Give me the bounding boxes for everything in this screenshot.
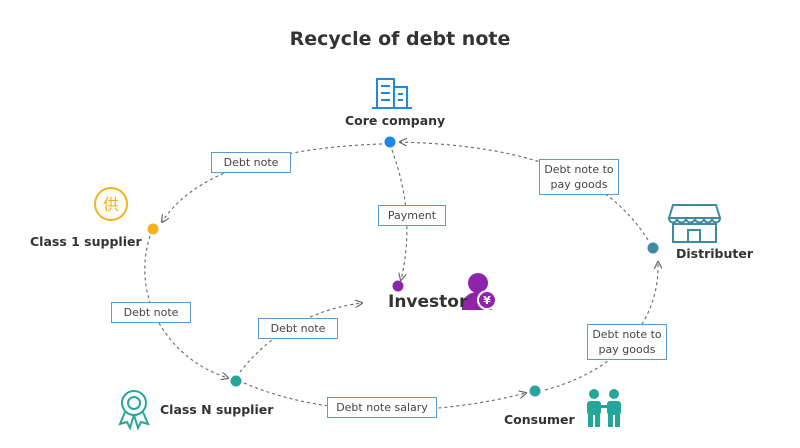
edge-core-to-supplier1 bbox=[162, 143, 383, 222]
investor-label: Investor bbox=[388, 292, 468, 312]
award-ribbon-icon bbox=[118, 390, 150, 431]
edge-label-core-to-investor: Payment bbox=[378, 205, 446, 226]
svg-text:¥: ¥ bbox=[483, 294, 491, 307]
consumer-label: Consumer bbox=[504, 412, 575, 427]
core-company-label: Core company bbox=[345, 113, 446, 128]
investor-person-icon: ¥ bbox=[462, 273, 497, 310]
people-icon bbox=[587, 389, 621, 427]
edge-supplier1-to-supplierN bbox=[144, 235, 228, 378]
supplierN-label: Class N supplier bbox=[160, 402, 274, 417]
edge-label-supplierN-to-investor: Debt note bbox=[258, 318, 338, 339]
svg-text:供: 供 bbox=[103, 195, 119, 214]
supplier1-node[interactable] bbox=[147, 223, 159, 235]
distributer-label: Distributer bbox=[676, 246, 753, 261]
edge-label-core-to-supplier1: Debt note bbox=[211, 152, 291, 173]
consumer-node[interactable] bbox=[529, 385, 541, 397]
supplierN-node[interactable] bbox=[230, 375, 242, 387]
core-company-node[interactable] bbox=[384, 136, 396, 148]
edge-label-supplier1-to-supplierN: Debt note bbox=[111, 302, 191, 323]
supplier1-label: Class 1 supplier bbox=[30, 234, 142, 249]
gong-stamp-icon: 供 bbox=[94, 187, 128, 221]
edge-consumer-to-distributer bbox=[544, 262, 658, 391]
investor-node[interactable] bbox=[392, 280, 404, 292]
edge-label-consumer-to-distributer: Debt note to pay goods bbox=[587, 324, 667, 360]
shop-icon bbox=[667, 204, 722, 243]
distributer-node[interactable] bbox=[647, 242, 659, 254]
edge-label-supplierN-to-consumer: Debt note salary bbox=[327, 397, 437, 418]
edge-label-distributer-to-core: Debt note to pay goods bbox=[539, 159, 619, 195]
office-building-icon bbox=[372, 78, 412, 109]
diagram-title: Recycle of debt note bbox=[289, 28, 511, 50]
